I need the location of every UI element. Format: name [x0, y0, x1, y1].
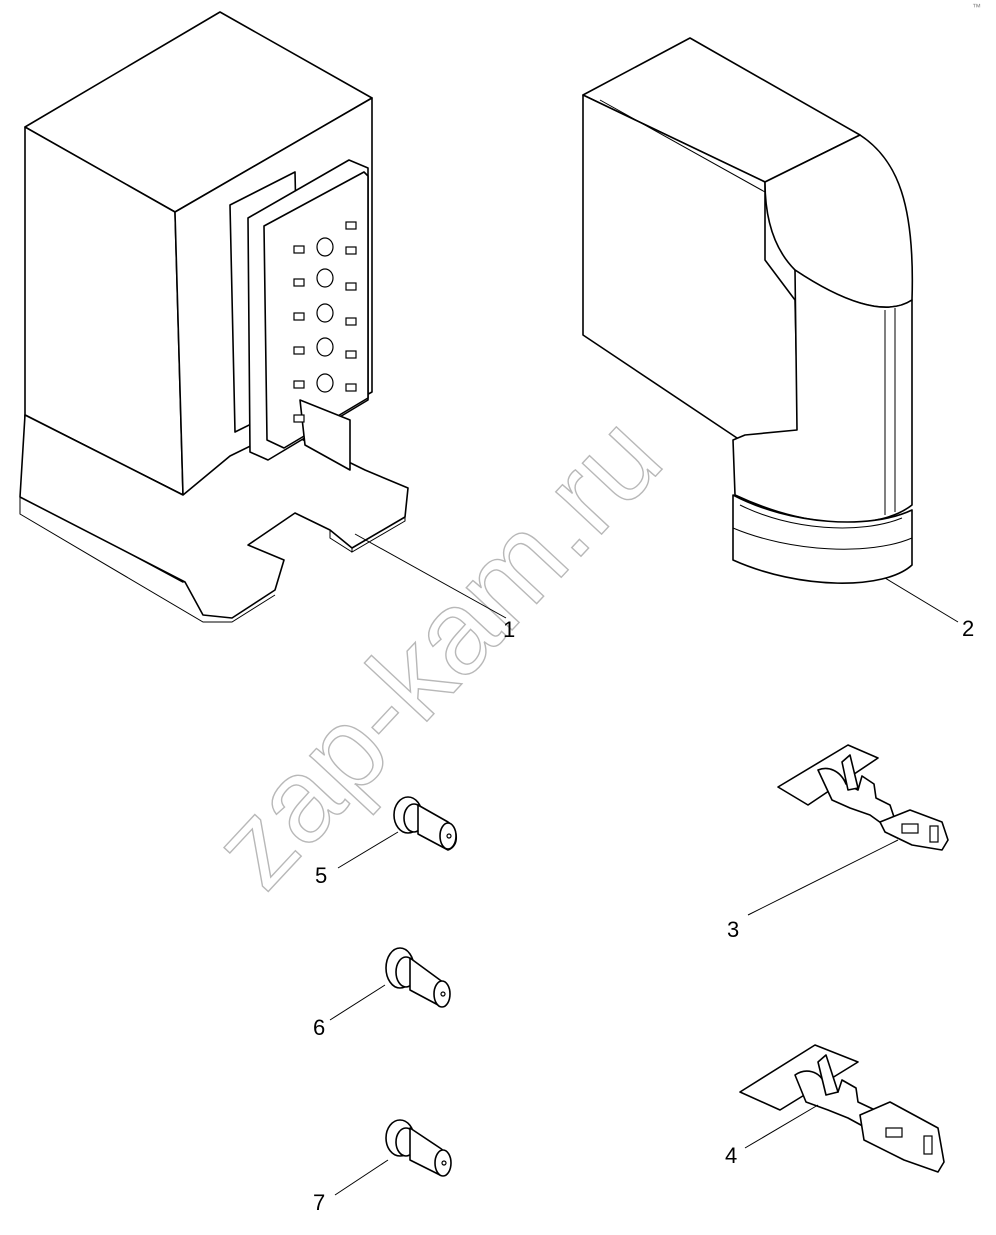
leader-6	[329, 984, 386, 1021]
callout-4: 4	[725, 1143, 737, 1168]
hood-collar	[732, 494, 913, 584]
leader-7	[334, 1159, 389, 1196]
callout-3: 3	[727, 917, 739, 942]
part-6-seal	[329, 947, 451, 1021]
housing-base-plate	[19, 414, 409, 619]
part-3-terminal	[747, 744, 949, 916]
leader-2	[884, 577, 959, 623]
part-7-seal	[334, 1119, 452, 1196]
part-1-connector-housing	[19, 11, 507, 623]
callout-7: 7	[313, 1190, 325, 1215]
leader-1	[354, 533, 507, 619]
callout-5: 5	[315, 863, 327, 888]
callout-6: 6	[313, 1015, 325, 1040]
leader-4	[744, 1104, 819, 1149]
leader-5	[337, 831, 399, 869]
connector-round-holes	[316, 237, 334, 393]
part-4-terminal	[739, 1044, 945, 1173]
leader-3	[747, 839, 899, 916]
callout-1: 1	[503, 617, 515, 642]
connector-post	[299, 399, 351, 471]
callout-2: 2	[962, 616, 974, 641]
connector-face-inner	[263, 171, 369, 449]
hood-front-face	[732, 269, 913, 524]
connector-square-contacts	[293, 221, 357, 423]
part-5-seal	[337, 796, 458, 869]
corner-mark: ™	[972, 2, 981, 12]
part-2-angled-hood	[582, 37, 959, 623]
